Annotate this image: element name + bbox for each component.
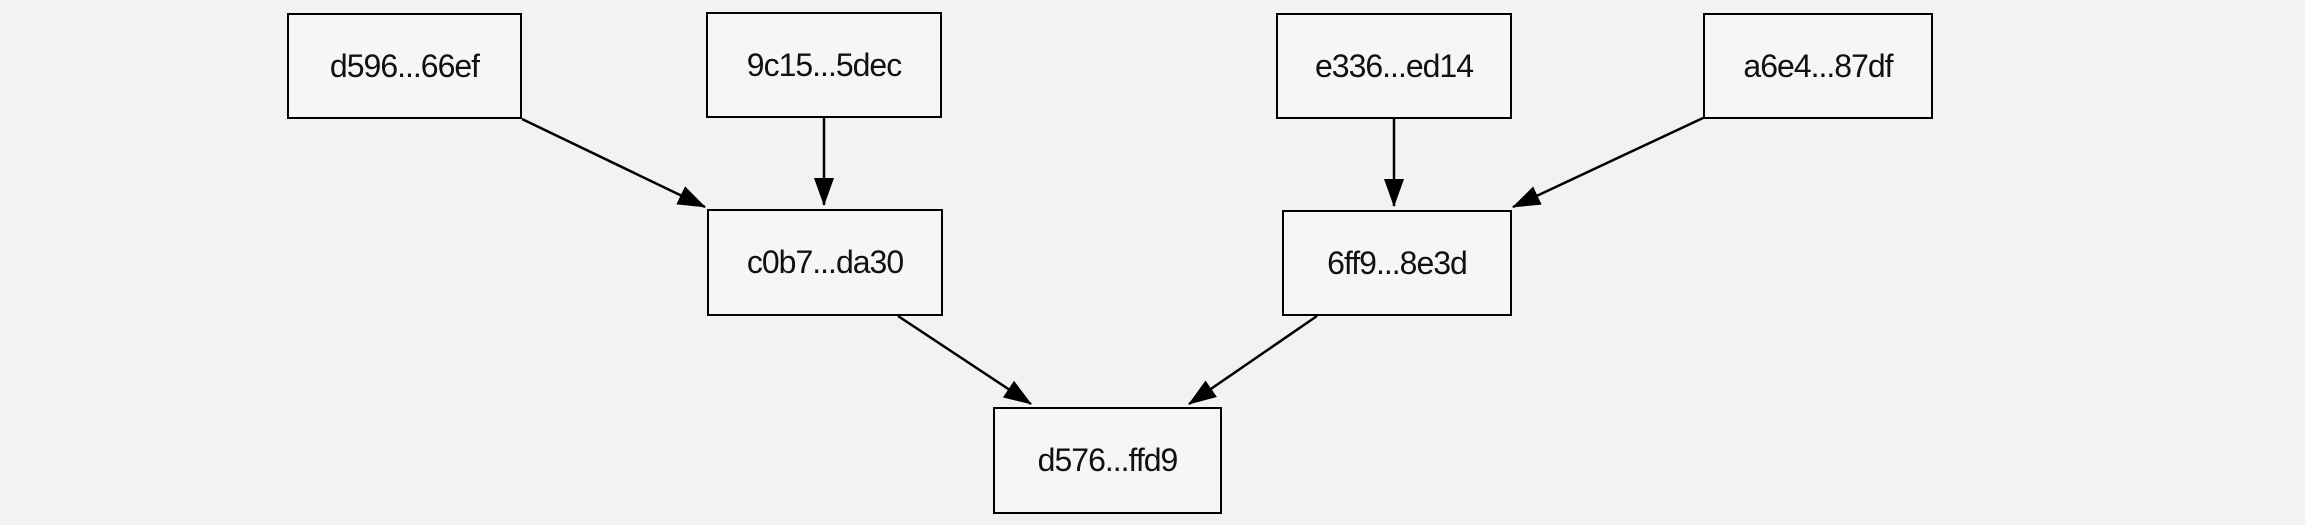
node-label: 9c15...5dec	[746, 46, 902, 83]
edge-a6e4-6ff9	[1512, 116, 1704, 209]
edge-6ff9-d576	[1188, 314, 1318, 406]
node-label: c0b7...da30	[746, 244, 904, 280]
node-d576: d576...ffd9	[993, 407, 1222, 514]
node-e336: e336...ed14	[1276, 13, 1512, 119]
node-label: d596...66ef	[329, 47, 480, 84]
node-label: a6e4...87df	[1743, 47, 1893, 84]
node-a6e4: a6e4...87df	[1703, 13, 1933, 119]
node-label: 6ff9...8e3d	[1327, 244, 1468, 281]
node-6ff9: 6ff9...8e3d	[1282, 210, 1512, 316]
node-label: e336...ed14	[1314, 47, 1474, 84]
edge-c0b7-d576	[897, 314, 1032, 406]
node-c0b7: c0b7...da30	[707, 209, 943, 316]
node-d596: d596...66ef	[287, 13, 522, 119]
node-9c15: 9c15...5dec	[706, 12, 942, 118]
edge-d596-c0b7	[521, 117, 706, 209]
node-label: d576...ffd9	[1037, 442, 1179, 478]
